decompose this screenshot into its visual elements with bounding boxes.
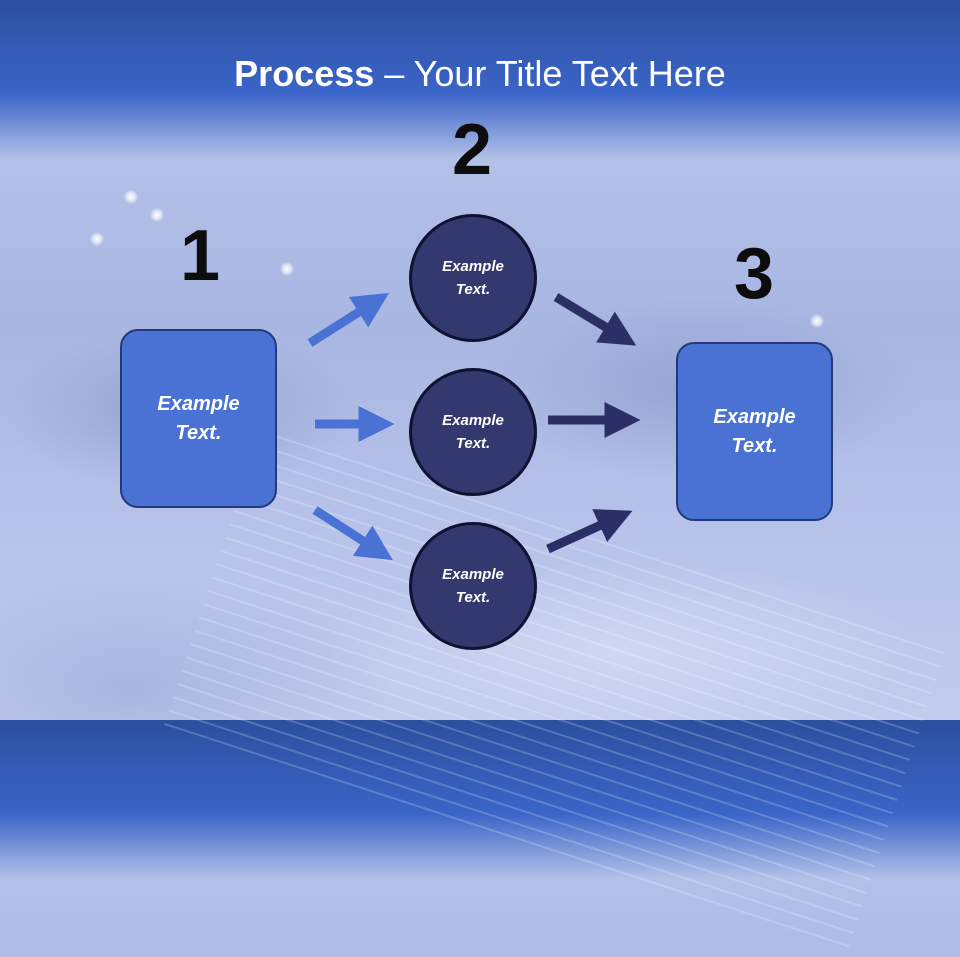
title-bold: Process [234, 53, 375, 94]
bottom-circle: Example Text. [409, 522, 537, 650]
left-process-box: Example Text. [120, 329, 277, 508]
middle-circle: Example Text. [409, 368, 537, 496]
top-circle: Example Text. [409, 214, 537, 342]
right-process-box: Example Text. [676, 342, 833, 521]
bottom-circle-line1: Example [442, 566, 504, 583]
step-number-1: 1 [179, 216, 221, 296]
bottom-circle-line2: Text. [455, 589, 491, 606]
top-circle-line2: Text. [455, 281, 491, 298]
middle-circle-line2: Text. [455, 435, 491, 452]
arrows-layer [307, 292, 641, 561]
slide-title: Process – Your Title Text Here [0, 52, 960, 96]
right-box-line1: Example [713, 405, 796, 428]
arrow-left-to-top [307, 292, 390, 347]
arrow-bottom-to-right [546, 509, 633, 554]
step-number-2: 2 [451, 110, 493, 190]
arrow-top-to-right [553, 293, 637, 346]
middle-circle-line1: Example [442, 412, 504, 429]
title-rest: – Your Title Text Here [374, 53, 726, 94]
left-box-line2: Text. [175, 421, 222, 444]
right-box-line2: Text. [731, 434, 778, 457]
step-number-3: 3 [733, 234, 775, 314]
arrow-left-to-bottom [312, 506, 393, 561]
top-circle-line1: Example [442, 258, 504, 275]
left-box-line1: Example [157, 392, 240, 415]
